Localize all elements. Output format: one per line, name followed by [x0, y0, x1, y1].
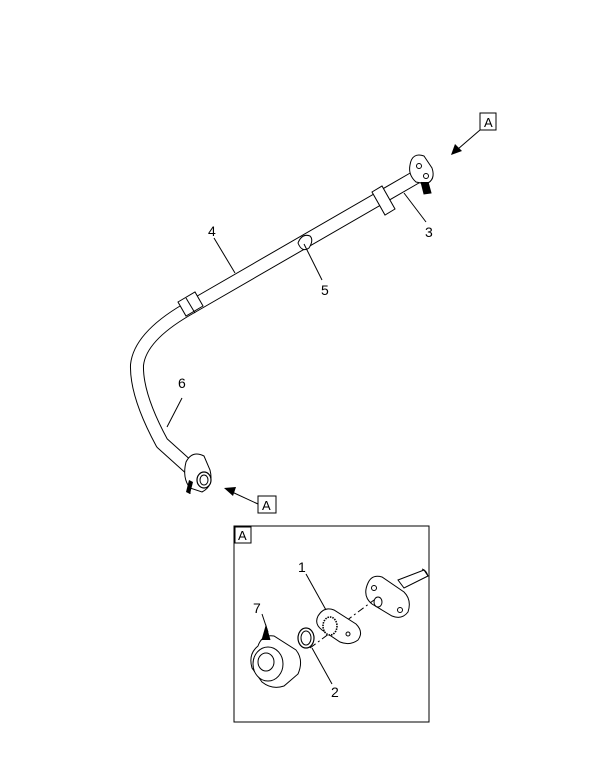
tube-outline — [129, 169, 422, 476]
arrow-down-left-icon — [451, 144, 462, 155]
arrow-left-icon — [224, 487, 236, 496]
leader-3 — [403, 192, 427, 223]
tube-assembly — [129, 154, 434, 494]
detail-gasket — [316, 608, 362, 645]
leader-2 — [311, 647, 333, 685]
detail-label: A — [238, 528, 247, 543]
callout-7: 7 — [253, 600, 261, 616]
leader-7 — [261, 613, 269, 633]
view-ref-bottom-left: A — [224, 487, 277, 514]
tube-clip — [297, 234, 313, 251]
callout-6: 6 — [178, 375, 186, 391]
detail-pipe-flange — [365, 568, 429, 618]
leader-lines — [166, 192, 427, 428]
callout-1: 1 — [298, 559, 306, 575]
view-ref-top-right: A — [451, 112, 497, 155]
flange-upper — [409, 154, 434, 195]
tube-fill — [130, 170, 422, 475]
leader-6 — [166, 397, 183, 428]
detail-o-ring — [297, 627, 315, 649]
tube-sleeve-lower — [177, 291, 204, 317]
tube-sleeve-upper — [371, 185, 396, 216]
callout-2: 2 — [331, 684, 339, 700]
leader-4 — [213, 237, 236, 274]
leader-5 — [303, 243, 323, 281]
view-ref-label-top: A — [484, 115, 493, 130]
leader-1 — [305, 573, 327, 611]
detail-label-box — [234, 526, 252, 544]
detail-fitting — [250, 624, 302, 688]
callout-3: 3 — [425, 224, 433, 240]
callout-5: 5 — [321, 282, 329, 298]
view-ref-label-bottom: A — [262, 498, 271, 513]
detail-view-a: A — [233, 525, 430, 723]
callout-4: 4 — [208, 223, 216, 239]
flange-lower — [184, 453, 212, 494]
